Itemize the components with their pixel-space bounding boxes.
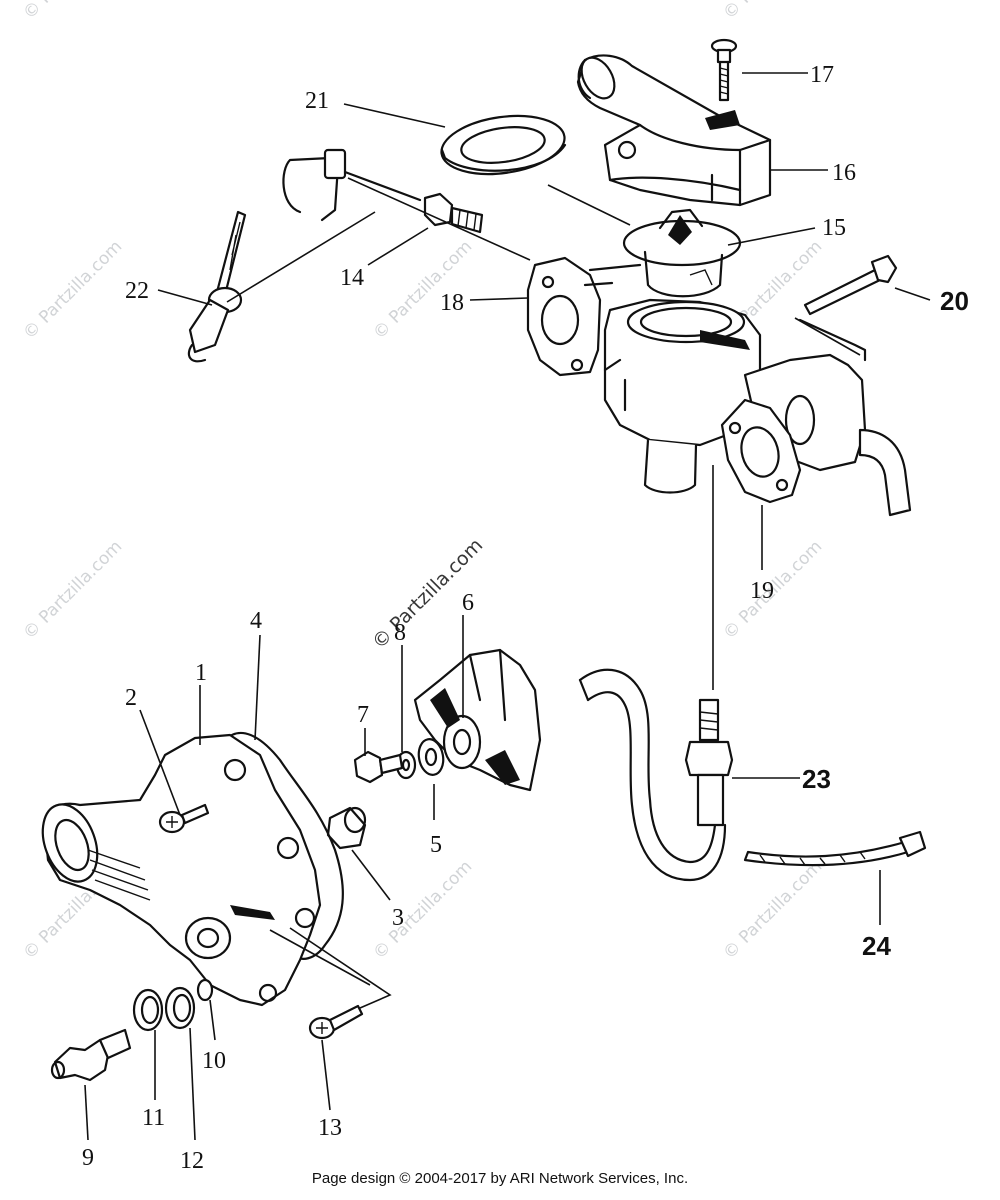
callout-8: 8 xyxy=(394,620,406,646)
callout-6: 6 xyxy=(462,590,474,616)
callout-22: 22 xyxy=(125,278,149,304)
callout-2: 2 xyxy=(125,685,137,711)
callout-5: 5 xyxy=(430,832,442,858)
callout-19: 19 xyxy=(750,578,774,604)
gasket-19-drawing xyxy=(720,398,802,504)
washers-10-11-12-drawing xyxy=(132,978,214,1032)
collar-3-drawing xyxy=(326,806,367,850)
callout-12: 12 xyxy=(180,1148,204,1174)
callouts: 1 2 3 4 5 6 7 8 9 10 11 12 13 14 15 16 1… xyxy=(82,62,969,1174)
page-footer: Page design © 2004-2017 by ARI Network S… xyxy=(311,1170,689,1187)
o-ring-4-drawing xyxy=(223,731,344,960)
watermark: © Partzilla.com xyxy=(369,857,476,964)
sensor-14-drawing xyxy=(282,148,484,234)
callout-7: 7 xyxy=(357,702,369,728)
callout-20: 20 xyxy=(940,286,969,316)
callout-14: 14 xyxy=(340,265,364,291)
watermark: © Partzilla.com xyxy=(719,857,826,964)
callout-23: 23 xyxy=(802,764,831,794)
callout-3: 3 xyxy=(392,905,404,931)
watermark: © Partzilla.com xyxy=(19,237,126,344)
thermostat-cover-drawing xyxy=(576,54,772,207)
impeller-6-drawing xyxy=(413,648,542,792)
bolt-20-drawing xyxy=(803,254,898,316)
callout-24: 24 xyxy=(862,931,891,961)
callout-15: 15 xyxy=(822,215,846,241)
callout-16: 16 xyxy=(832,160,856,186)
callout-21: 21 xyxy=(305,88,329,114)
gasket-21-drawing xyxy=(440,114,567,176)
washers-5-8-drawing xyxy=(395,738,445,780)
watermark: © Partzilla.com xyxy=(719,0,826,24)
drain-bolt-9-drawing xyxy=(50,1028,132,1082)
hose-sensor-23-drawing xyxy=(578,668,734,882)
screw-13-drawing xyxy=(308,1004,364,1040)
callout-9: 9 xyxy=(82,1145,94,1171)
callout-10: 10 xyxy=(202,1048,226,1074)
cable-tie-24-drawing xyxy=(743,830,927,867)
callout-18: 18 xyxy=(440,290,464,316)
cable-tie-22-drawing xyxy=(187,210,247,363)
callout-13: 13 xyxy=(318,1115,342,1141)
callout-11: 11 xyxy=(142,1105,165,1131)
callout-1: 1 xyxy=(195,660,207,686)
bolt-7-drawing xyxy=(353,750,404,784)
housing-18-drawing xyxy=(526,256,912,517)
leader-lines xyxy=(84,72,931,1141)
thermostat-15-drawing xyxy=(622,208,742,298)
callout-17: 17 xyxy=(810,62,834,88)
callout-4: 4 xyxy=(250,608,262,634)
pump-housing-1-drawing xyxy=(41,733,322,1007)
watermark: © Partzilla.com xyxy=(19,537,126,644)
bolt-17-drawing xyxy=(710,38,738,102)
screw-2-drawing xyxy=(158,803,210,834)
watermark: © Partzilla.com xyxy=(19,0,126,24)
